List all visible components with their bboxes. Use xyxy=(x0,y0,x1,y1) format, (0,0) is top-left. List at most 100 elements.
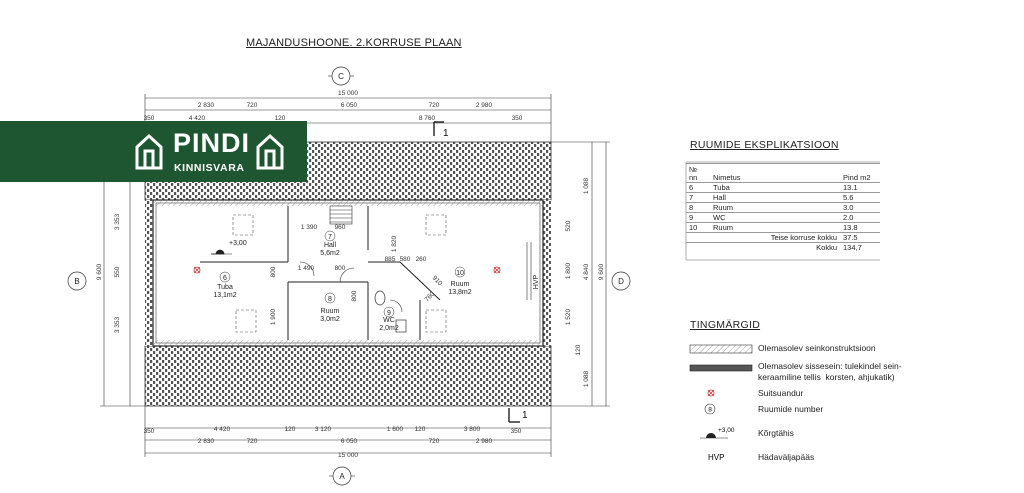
legend-inner-wall-symbol xyxy=(689,364,753,372)
total-label: Teise korruse kokku xyxy=(686,232,840,243)
dim-bottom-row1: 350 xyxy=(511,428,522,435)
plan-hvp-mark: HVP xyxy=(533,274,540,289)
house-icon xyxy=(135,133,163,170)
row-no: 8 xyxy=(686,202,710,213)
legend-smoke-detector-label: Suitsuandur xyxy=(758,388,804,398)
dim-right-inner: 1 520 xyxy=(565,308,572,325)
dim-left-inner: 550 xyxy=(114,266,121,277)
dim-right-inner: 520 xyxy=(565,220,572,231)
room-7-number: 7 xyxy=(328,234,332,241)
legend-level-icon xyxy=(700,433,728,439)
dim-left-inner: 3 353 xyxy=(114,213,121,230)
legend-title: TINGMÄRGID xyxy=(690,319,761,331)
dim-interior: 960 xyxy=(335,224,346,231)
explication-title: RUUMIDE EKSPLIKATSIOON xyxy=(690,139,839,151)
row-area: 13.1 xyxy=(840,182,880,193)
row-area: 5.6 xyxy=(840,192,880,203)
room-10-area: 13,8m2 xyxy=(448,289,471,296)
dim-top-row2: 8 760 xyxy=(419,115,436,122)
pindi-logo: PINDI KINNISVARA xyxy=(0,121,307,182)
dimension-lines xyxy=(100,94,610,457)
row-name: Ruum xyxy=(710,222,840,233)
table-row: 6 Tuba 13.1 xyxy=(686,182,880,193)
dim-interior: 1 900 xyxy=(270,308,277,325)
smoke-detectors xyxy=(193,266,501,274)
interior-walls xyxy=(200,206,441,340)
total-label: Kokku xyxy=(686,242,840,252)
room-6-area: 13,1m2 xyxy=(213,292,236,299)
legend-room-number-label: Ruumide number xyxy=(758,404,824,414)
dim-right-inner: 1 800 xyxy=(565,262,572,279)
section-mark-top: 1 xyxy=(443,128,449,139)
row-name: WC xyxy=(710,212,840,223)
dim-right-outer: 9 600 xyxy=(598,263,605,280)
row-no: 7 xyxy=(686,192,710,203)
dim-interior: 800 xyxy=(270,266,277,277)
dim-top-row1: 6 050 xyxy=(341,102,358,109)
legend-room-number-symbol: 8 xyxy=(708,407,712,414)
roof-area-left xyxy=(145,200,153,346)
row-area: 3.0 xyxy=(840,202,880,213)
table-row: 9 WC 2.0 xyxy=(686,212,880,223)
dim-interior: 580 xyxy=(400,256,411,263)
room-8-name: Ruum xyxy=(321,308,340,315)
dim-top-row1: 2 830 xyxy=(198,102,215,109)
dim-right-inner: 1 088 xyxy=(583,177,590,194)
roof-area-right xyxy=(543,200,551,346)
row-name: Ruum xyxy=(710,202,840,213)
table-row-total: Kokku 134,7 xyxy=(686,242,880,252)
dim-right-inner: 120 xyxy=(575,344,582,355)
row-area: 2.0 xyxy=(840,212,880,223)
dim-bottom-row2: 2 980 xyxy=(476,438,493,445)
stairs xyxy=(329,205,353,225)
table-row: 8 Ruum 3.0 xyxy=(686,202,880,213)
dim-bottom-row1: 1 600 xyxy=(387,426,404,433)
dim-bottom-row1: 4 420 xyxy=(214,426,231,433)
room-8-number: 8 xyxy=(328,296,332,303)
room-6-name: Tuba xyxy=(217,284,233,291)
dim-top-row2: 350 xyxy=(144,115,155,122)
explication-header-no: № nn xyxy=(686,163,710,183)
dim-right-inner: 4 840 xyxy=(583,263,590,280)
legend-existing-wall-symbol xyxy=(689,344,753,354)
dim-interior: 800 xyxy=(351,290,358,301)
dim-bottom-row1: 3 120 xyxy=(315,426,332,433)
outer-wall xyxy=(152,199,544,347)
house-icon xyxy=(256,133,284,170)
plan-level-mark: +3,00 xyxy=(229,240,247,247)
legend-room-number-icon xyxy=(704,403,716,415)
row-no: 10 xyxy=(686,222,710,233)
section-mark-bottom: 1 xyxy=(522,410,528,421)
dim-top-row2: 120 xyxy=(275,115,286,122)
logo-name: PINDI xyxy=(173,128,251,158)
row-name: Tuba xyxy=(710,182,840,193)
dim-interior: 800 xyxy=(335,265,346,272)
room-9-name: WC xyxy=(383,317,395,324)
logo-subtitle: KINNISVARA xyxy=(174,162,245,174)
explication-header-area: Pind m2 xyxy=(840,163,880,183)
total-value: 134,7 xyxy=(840,242,880,252)
legend-level-label: Kõrgtähis xyxy=(758,428,794,438)
row-area: 13.8 xyxy=(840,222,880,233)
room-9-area: 2,0m2 xyxy=(379,325,399,332)
room-10-number: 10 xyxy=(456,270,464,277)
dim-top-row1: 2 980 xyxy=(476,102,493,109)
row-name: Hall xyxy=(710,192,840,203)
dim-bottom-row1: 3 800 xyxy=(464,426,481,433)
dim-left-outer: 9 600 xyxy=(96,263,103,280)
legend-smoke-detector-icon xyxy=(707,389,715,397)
section-marks xyxy=(433,121,520,423)
dim-right-inner: 1 088 xyxy=(583,370,590,387)
dim-bottom-row2: 6 050 xyxy=(341,438,358,445)
dim-interior: 260 xyxy=(416,256,427,263)
legend-hvp-label: Hädaväljapääs xyxy=(758,452,815,462)
dim-bottom-row1: 120 xyxy=(285,426,296,433)
axis-right: D xyxy=(618,277,624,286)
room-6-number: 6 xyxy=(223,275,227,282)
legend-inner-wall-label: Olemasolev sissesein: tulekindel sein- k… xyxy=(758,361,902,382)
doors xyxy=(299,242,532,313)
room-7-name: Hall xyxy=(324,242,337,249)
explication-header-name: Nimetus xyxy=(710,163,840,183)
legend-level-symbol: +3,00 xyxy=(718,427,735,434)
